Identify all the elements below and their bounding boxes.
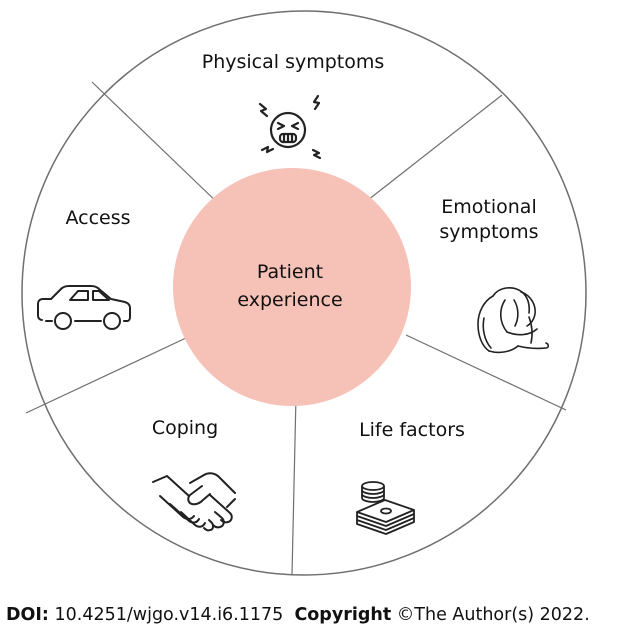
segment-label-physical-symptoms: Physical symptoms [201,51,385,73]
wheel-diagram [21,10,587,576]
segment-label-access: Access [65,207,131,229]
center-label: Patient experience [205,258,375,314]
segment-label-emotional-symptoms: Emotional symptoms [430,195,548,245]
divider-right [405,334,567,411]
segment-label-life-factors: Life factors [359,419,465,441]
center-label-line2: experience [237,289,343,311]
divider-bottom [291,395,297,576]
segment-label-coping: Coping [151,417,219,439]
copyright-label: Copyright [294,605,392,625]
divider-left [25,337,187,414]
doi-label: DOI: [6,605,49,625]
citation-footer: DOI: 10.4251/wjgo.v14.i6.1175 Copyright … [6,603,590,627]
segment-label-emotional-line2: symptoms [439,221,539,243]
handshake-icon [152,472,236,532]
doi-value: 10.4251/wjgo.v14.i6.1175 [54,605,284,625]
divider-top-right [367,94,503,201]
divider-top-left [91,81,223,208]
center-circle [173,168,411,406]
copyright-value: ©The Author(s) 2022. [396,605,590,625]
car-icon [37,285,131,330]
center-label-line1: Patient [256,261,324,283]
sad-sitting-person-icon [477,287,550,354]
segment-label-emotional-line1: Emotional [441,196,537,218]
money-stack-icon [356,481,415,535]
stressed-face-icon [258,94,322,160]
